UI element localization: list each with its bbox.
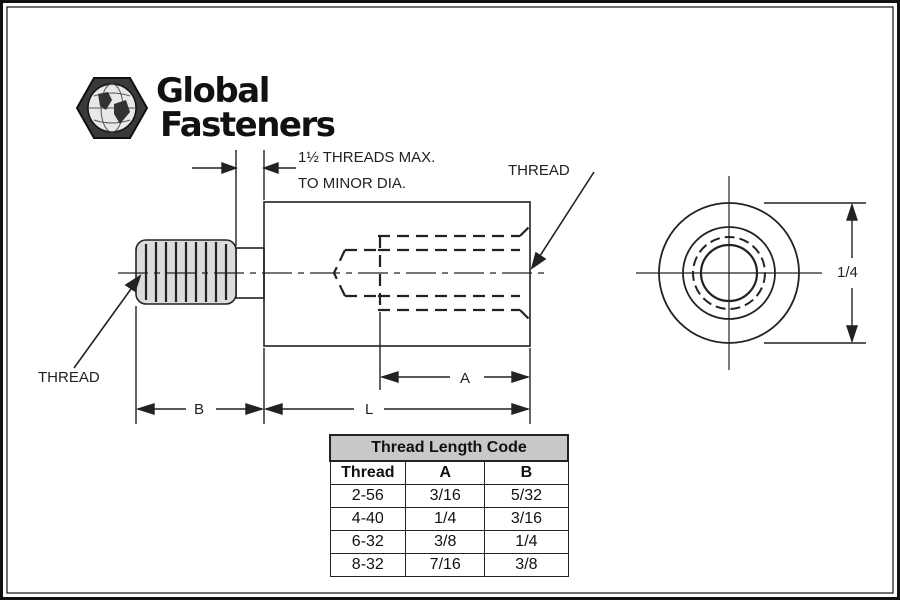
table-row: 6-32 3/8 1/4 bbox=[329, 530, 569, 554]
column-header-b: B bbox=[484, 460, 569, 485]
table-cell-b: 3/16 bbox=[484, 507, 569, 531]
thread-label-right: THREAD bbox=[508, 162, 570, 179]
stud-thread-lines bbox=[144, 242, 228, 302]
dimension-b-label: B bbox=[194, 401, 205, 418]
thread-leader-left bbox=[73, 274, 142, 369]
thread-max-dimension bbox=[192, 150, 296, 246]
end-view-dimension bbox=[764, 202, 866, 344]
column-header-thread: Thread bbox=[329, 460, 407, 485]
table-cell-thread: 4-40 bbox=[329, 507, 407, 531]
brand-name-line2: Fasteners bbox=[160, 105, 336, 145]
table-title: Thread Length Code bbox=[329, 434, 569, 462]
table-cell-a: 1/4 bbox=[405, 507, 486, 531]
bottom-dimensions bbox=[135, 306, 531, 424]
table-cell-thread: 2-56 bbox=[329, 484, 407, 508]
table-cell-thread: 8-32 bbox=[329, 553, 407, 577]
dimension-l-label: L bbox=[365, 401, 374, 418]
thread-label-left: THREAD bbox=[38, 369, 100, 386]
table-row: 8-32 7/16 3/8 bbox=[329, 553, 569, 577]
table-cell-a: 3/16 bbox=[405, 484, 486, 508]
table-cell-b: 1/4 bbox=[484, 530, 569, 554]
table-cell-b: 5/32 bbox=[484, 484, 569, 508]
threads-max-note: 1½ THREADS MAX. bbox=[298, 149, 436, 166]
thread-length-code-table: Thread Length Code Thread A B 2-56 3/16 … bbox=[329, 434, 569, 577]
end-view-size-label: 1/4 bbox=[837, 264, 858, 281]
column-header-a: A bbox=[405, 460, 486, 485]
thread-leader-right bbox=[530, 171, 595, 270]
internal-thread-hidden-lines bbox=[333, 225, 531, 321]
table-row: 2-56 3/16 5/32 bbox=[329, 484, 569, 508]
table-cell-b: 3/8 bbox=[484, 553, 569, 577]
dimension-a-label: A bbox=[460, 370, 471, 387]
standoff-end-view bbox=[636, 176, 822, 370]
brand-name-line1: Global bbox=[156, 71, 270, 111]
table-cell-a: 3/8 bbox=[405, 530, 486, 554]
table-row: 4-40 1/4 3/16 bbox=[329, 507, 569, 531]
table-cell-thread: 6-32 bbox=[329, 530, 407, 554]
hex-globe-icon bbox=[75, 77, 149, 139]
table-cell-a: 7/16 bbox=[405, 553, 486, 577]
minor-dia-note: TO MINOR DIA. bbox=[298, 175, 407, 192]
